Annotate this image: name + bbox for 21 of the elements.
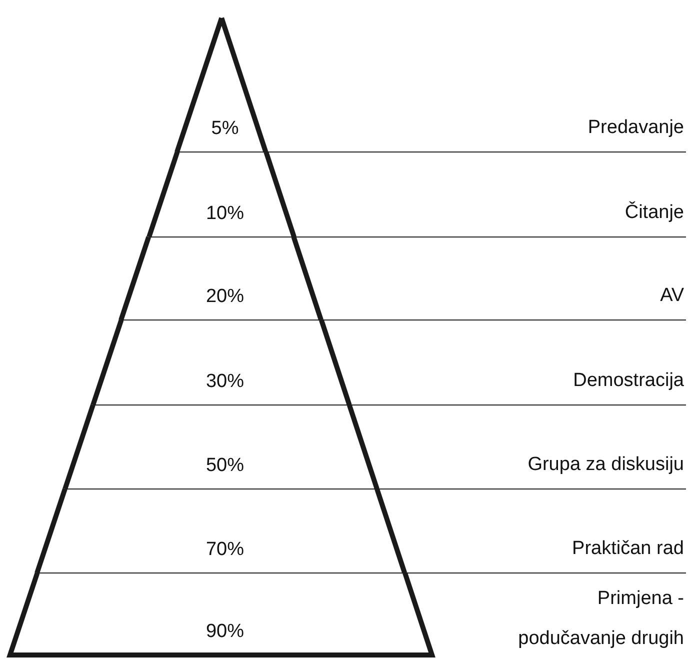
pyramid-tier bbox=[62, 405, 380, 489]
method-label: Predavanje bbox=[588, 117, 684, 140]
pyramid-tier bbox=[174, 14, 270, 152]
percentage-label: 90% bbox=[206, 621, 244, 643]
percentage-label: 70% bbox=[206, 539, 244, 561]
method-label: Čitanje bbox=[624, 202, 684, 225]
method-label: Primjena - podučavanje drugih bbox=[517, 587, 684, 651]
pyramid-tier bbox=[146, 152, 298, 237]
pyramid-tier bbox=[7, 573, 435, 658]
pyramid-tier bbox=[90, 320, 353, 405]
method-label: AV bbox=[660, 285, 684, 308]
method-label: Demostracija bbox=[573, 370, 684, 393]
percentage-label: 20% bbox=[206, 286, 244, 308]
percentage-label: 5% bbox=[211, 118, 239, 140]
percentage-label: 10% bbox=[206, 203, 244, 225]
percentage-label: 30% bbox=[206, 371, 244, 393]
pyramid-tier bbox=[34, 489, 408, 573]
pyramid-tier bbox=[118, 237, 325, 320]
method-label: Grupa za diskusiju bbox=[528, 454, 684, 477]
percentage-label: 50% bbox=[206, 455, 244, 477]
method-label: Praktičan rad bbox=[572, 538, 684, 561]
